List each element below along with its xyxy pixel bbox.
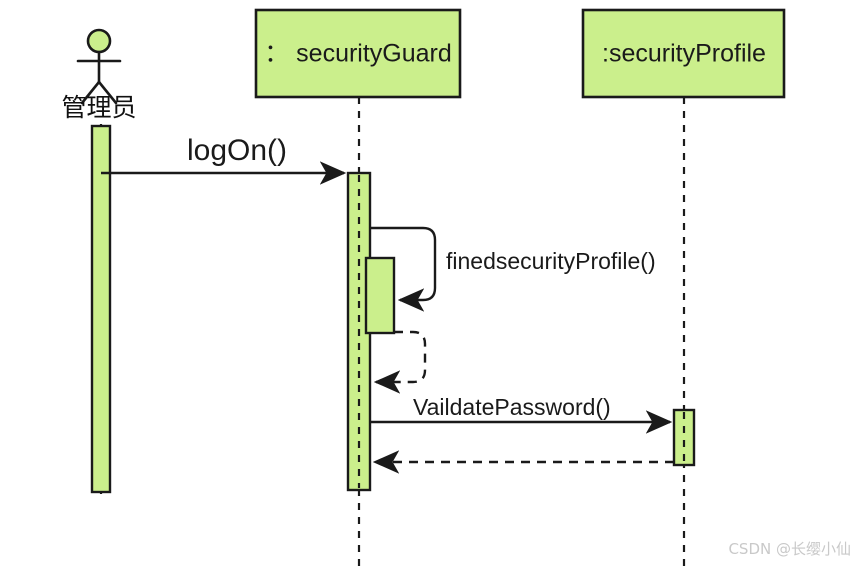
message-fined-security-profile[interactable]: finedsecurityProfile()	[370, 226, 656, 312]
actor-activation-bar	[90, 124, 112, 494]
fined-security-profile-return-arrow[interactable]	[373, 330, 427, 394]
participant-security-profile[interactable]: :securityProfile	[581, 8, 786, 99]
security-guard-nested-activation-bar	[364, 256, 396, 335]
actor-head-icon	[86, 28, 112, 54]
message-fined-security-profile-return[interactable]	[373, 330, 427, 394]
watermark-label: CSDN @长缨小仙	[728, 540, 851, 558]
actor-left-leg-line	[80, 80, 101, 105]
vaildate-password-label: VaildatePassword()	[413, 394, 611, 420]
actor-right-leg-line	[97, 80, 118, 105]
security-guard-label: ： securityGuard	[264, 40, 452, 68]
security-guard-box[interactable]	[254, 8, 462, 99]
fined-security-profile-label: finedsecurityProfile()	[446, 248, 656, 274]
security-profile-label: :securityProfile	[602, 40, 766, 68]
actor-label: 管理员	[61, 93, 136, 122]
message-vaildate-password[interactable]: VaildatePassword()	[370, 394, 673, 434]
actor-figure	[76, 28, 122, 105]
message-log-on[interactable]: logOn()	[101, 134, 347, 185]
security-profile-activation-bar	[672, 408, 696, 467]
security-profile-box[interactable]	[581, 8, 786, 99]
participant-security-guard[interactable]: ： securityGuard	[254, 8, 462, 99]
fined-security-profile-self-arrow[interactable]	[370, 226, 437, 312]
log-on-label: logOn()	[187, 134, 287, 167]
